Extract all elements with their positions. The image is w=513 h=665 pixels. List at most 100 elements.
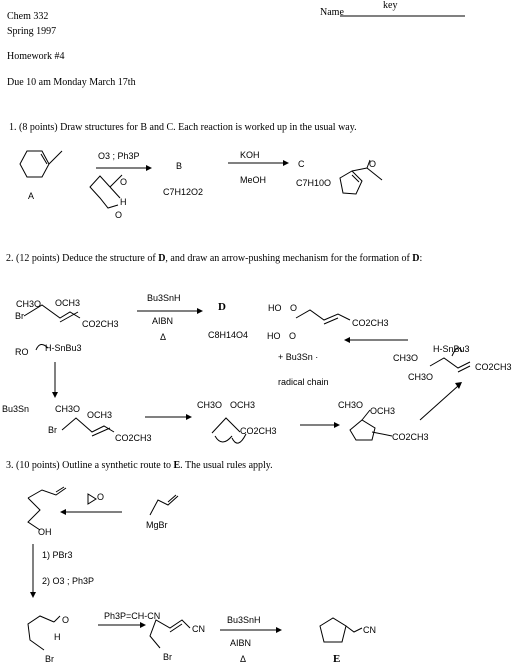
alcohol-skeleton	[27, 497, 41, 531]
q3-arrow-wittig-head	[140, 622, 146, 628]
down-arrow-head	[52, 392, 58, 398]
int1-co2ch3: CO2CH3	[115, 433, 152, 443]
q2-d-ref-1: D	[158, 253, 166, 264]
int1-skeleton	[61, 417, 115, 433]
q2-reagent-delta: Δ	[160, 332, 167, 342]
int2-curved-arrow-2	[231, 433, 247, 444]
product-e-cn: CN	[363, 625, 376, 635]
d-co2ch3: CO2CH3	[352, 318, 389, 328]
int2-skeleton	[211, 417, 241, 434]
sm-och3: OCH3	[55, 298, 81, 308]
sm-co2ch3: CO2CH3	[82, 319, 119, 329]
q3-prompt-part1: 3. (10 points) Outline a synthetic route…	[6, 460, 174, 471]
q3-reagent-bu3snh: Bu3SnH	[227, 615, 261, 625]
int2-ch3o: CH3O	[197, 400, 223, 410]
label-c: C	[298, 159, 305, 169]
cyclopentene-ring-c	[339, 170, 363, 195]
nitrile-br: Br	[163, 652, 172, 662]
int4-co2ch3: CO2CH3	[475, 362, 512, 372]
d-skeleton	[295, 309, 351, 321]
cyanomethyl-chain	[345, 625, 363, 633]
q2-arrow-int3-int4-head	[455, 382, 462, 389]
q2-arrow-int1-int2-head	[186, 414, 192, 420]
cyclopentene-double-bond	[351, 174, 360, 183]
d-o-upper: O	[290, 303, 298, 313]
q2-reagent-bu3snh: Bu3SnH	[147, 293, 181, 303]
int3-co2ch3: CO2CH3	[392, 432, 429, 442]
name-value: key	[383, 0, 398, 11]
int4-curved-arrow	[451, 347, 463, 357]
homework-label: Homework #4	[7, 51, 65, 62]
bu3sn-radical-plus: + Bu3Sn ·	[278, 352, 319, 362]
q2-arrow-int2-int3-head	[334, 422, 340, 428]
cyclohexene-ring-a	[19, 150, 50, 178]
d-o-lower: O	[289, 331, 297, 341]
q2-prompt-part1: 2. (12 points) Deduce the structure of	[6, 253, 159, 264]
step-ozonolysis: 2) O3 ; Ph3P	[42, 576, 95, 586]
q2-reagent-aibn: AIBN	[152, 316, 174, 326]
cyclohexene-double-bond	[40, 153, 48, 165]
q1-arrow-2-head	[283, 160, 289, 166]
q3-prompt-part2: . The usual rules apply.	[180, 460, 273, 471]
formula-c: C7H10O	[296, 178, 332, 188]
int2-och3: OCH3	[230, 400, 256, 410]
int3-och3: OCH3	[370, 406, 396, 416]
int3-substituent	[361, 409, 371, 421]
q2-prompt-part2: , and draw an arrow-pushing mechanism fo…	[165, 253, 413, 264]
int1-och3: OCH3	[87, 410, 113, 420]
grignard-alkene	[167, 494, 177, 503]
course-label: Chem 332	[7, 11, 49, 22]
term-label: Spring 1997	[7, 26, 57, 37]
h-snbu3-left: H-SnBu3	[45, 343, 82, 353]
name-label: Name	[320, 7, 344, 18]
q2-arrow-to-d-head	[197, 308, 203, 314]
q1-aldehyde-h: H	[120, 197, 127, 207]
ald-h: H	[54, 632, 61, 642]
acetyl-carbonyl	[366, 159, 371, 169]
epoxide-ring	[87, 493, 97, 505]
int3-ch3o: CH3O	[338, 400, 364, 410]
label-d: D	[218, 301, 226, 313]
sm-br: Br	[15, 311, 24, 321]
bu3sn-radical-left: Bu3Sn	[2, 404, 30, 414]
int4-alkene	[457, 365, 471, 373]
q3-prompt: 3. (10 points) Outline a synthetic route…	[6, 460, 273, 472]
h-snbu3-right: H-SnBu3	[433, 344, 470, 354]
d-ho-lower: HO	[267, 331, 281, 341]
due-date: Due 10 am Monday March 17th	[7, 77, 136, 88]
q1-reagent-koh: KOH	[240, 150, 260, 160]
grignard-mgbr: MgBr	[146, 520, 168, 530]
q1-o-c: O	[369, 159, 377, 169]
formula-b: C7H12O2	[163, 187, 204, 197]
formula-d: C8H14O4	[208, 330, 249, 340]
int2-curved-arrow-1	[214, 435, 233, 443]
q2-d-ref-2: D	[412, 253, 420, 264]
nitrile-alkene	[169, 623, 183, 633]
q1-o-bottom: O	[115, 210, 123, 220]
cyclopentane-ring-e	[319, 617, 347, 643]
d-alkene	[323, 317, 339, 325]
keto-carbonyl	[109, 174, 123, 188]
acetyl-bond	[351, 167, 368, 172]
q1-reagent-meoh: MeOH	[240, 175, 267, 185]
keto-aldehyde-chain	[89, 175, 119, 209]
int2-co2ch3: CO2CH3	[240, 426, 277, 436]
ro-curved-arrow	[35, 344, 49, 351]
q1-reagent-1: O3 ; Ph3P	[98, 151, 140, 161]
radical-chain-label: radical chain	[278, 377, 329, 387]
alcohol-alkene-double	[55, 486, 65, 493]
sm-ch3o: CH3O	[16, 299, 42, 309]
q2-arrow-int3-int4	[419, 385, 459, 421]
int1-alkene	[91, 427, 111, 437]
q3-reagent-delta: Δ	[240, 654, 247, 664]
epoxide-o: O	[97, 492, 105, 502]
int3-ring	[349, 419, 376, 441]
keto-to-aldehyde	[109, 186, 121, 199]
q1-prompt: 1. (8 points) Draw structures for B and …	[9, 122, 357, 133]
q3-arrow-cyclization-head	[276, 627, 282, 633]
cyclohexene-methyl	[48, 150, 63, 165]
q3-e-ref: E	[173, 460, 181, 471]
int4-to-d-arrow-head	[344, 337, 350, 343]
q3-arrow-down-head	[30, 592, 36, 598]
ald-o: O	[62, 615, 70, 625]
